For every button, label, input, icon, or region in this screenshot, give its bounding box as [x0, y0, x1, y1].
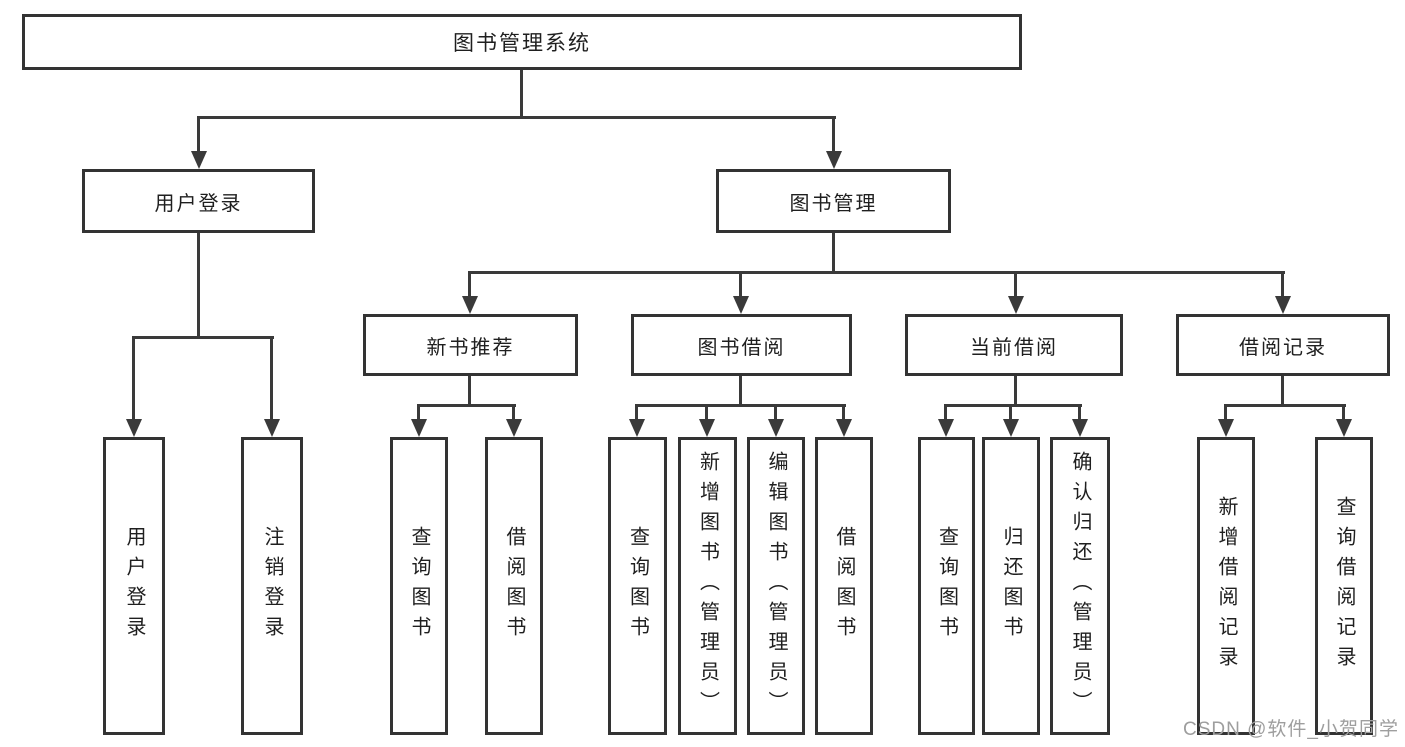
node-user-login: 用户登录: [82, 169, 315, 233]
connector-line: [132, 338, 135, 420]
connector-line: [832, 118, 835, 152]
leaf-add-books-admin: 新增图书（管理员）: [678, 437, 737, 735]
connector-line: [417, 406, 420, 420]
connector-line: [270, 338, 273, 420]
arrow-down-icon: [768, 419, 784, 437]
connector-line: [468, 376, 471, 406]
leaf-query-books-3: 查询图书: [918, 437, 975, 735]
arrow-down-icon: [826, 151, 842, 169]
connector-line: [1014, 376, 1017, 406]
arrow-down-icon: [1275, 296, 1291, 314]
connector-line: [1281, 376, 1284, 406]
arrow-down-icon: [411, 419, 427, 437]
connector-line: [132, 336, 274, 339]
connector-line: [1224, 404, 1346, 407]
arrow-down-icon: [264, 419, 280, 437]
connector-line: [197, 116, 836, 119]
arrow-down-icon: [1336, 419, 1352, 437]
connector-line: [197, 118, 200, 152]
connector-line: [774, 406, 777, 420]
arrow-down-icon: [699, 419, 715, 437]
node-book-management: 图书管理: [716, 169, 951, 233]
leaf-borrow-books-2: 借阅图书: [815, 437, 873, 735]
connector-line: [468, 271, 1285, 274]
connector-line: [944, 404, 1082, 407]
arrow-down-icon: [1003, 419, 1019, 437]
arrow-down-icon: [1072, 419, 1088, 437]
arrow-down-icon: [191, 151, 207, 169]
leaf-user-login: 用户登录: [103, 437, 165, 735]
connector-line: [1224, 406, 1227, 420]
leaf-query-books: 查询图书: [390, 437, 448, 735]
connector-line: [468, 273, 471, 297]
connector-line: [1342, 406, 1345, 420]
node-borrow-records-label: 借阅记录: [1239, 336, 1327, 359]
connector-line: [512, 406, 515, 420]
connector-line: [739, 273, 742, 297]
connector-line: [1078, 406, 1081, 420]
leaf-query-borrow-record: 查询借阅记录: [1315, 437, 1373, 735]
node-new-book-recommend-label: 新书推荐: [426, 336, 515, 359]
node-current-borrow-label: 当前借阅: [970, 336, 1058, 359]
arrow-down-icon: [1008, 296, 1024, 314]
leaf-edit-books-admin: 编辑图书（管理员）: [747, 437, 805, 735]
connector-line: [832, 233, 835, 273]
connector-line: [1014, 273, 1017, 297]
connector-line: [944, 406, 947, 420]
connector-line: [705, 406, 708, 420]
arrow-down-icon: [126, 419, 142, 437]
node-current-borrow: 当前借阅: [905, 314, 1123, 376]
node-book-borrow-label: 图书借阅: [697, 336, 786, 359]
arrow-down-icon: [938, 419, 954, 437]
connector-line: [739, 376, 742, 406]
leaf-borrow-books: 借阅图书: [485, 437, 543, 735]
connector-line: [520, 70, 523, 118]
node-user-login-label: 用户登录: [154, 192, 243, 215]
arrow-down-icon: [629, 419, 645, 437]
connector-line: [842, 406, 845, 420]
connector-line: [635, 406, 638, 420]
connector-line: [1281, 273, 1284, 297]
leaf-confirm-return-admin: 确认归还（管理员）: [1050, 437, 1110, 735]
node-book-management-label: 图书管理: [789, 192, 878, 215]
connector-line: [635, 404, 846, 407]
node-root-label: 图书管理系统: [453, 32, 591, 55]
leaf-query-books-2: 查询图书: [608, 437, 667, 735]
arrow-down-icon: [462, 296, 478, 314]
connector-line: [417, 404, 516, 407]
arrow-down-icon: [1218, 419, 1234, 437]
connector-line: [1009, 406, 1012, 420]
leaf-add-borrow-record: 新增借阅记录: [1197, 437, 1255, 735]
node-book-borrow: 图书借阅: [631, 314, 852, 376]
node-borrow-records: 借阅记录: [1176, 314, 1390, 376]
leaf-logout: 注销登录: [241, 437, 303, 735]
node-new-book-recommend: 新书推荐: [363, 314, 578, 376]
arrow-down-icon: [506, 419, 522, 437]
connector-line: [197, 233, 200, 338]
leaf-return-books: 归还图书: [982, 437, 1040, 735]
watermark: CSDN @软件_小贺同学: [1183, 719, 1399, 740]
arrow-down-icon: [733, 296, 749, 314]
node-root: 图书管理系统: [22, 14, 1022, 70]
arrow-down-icon: [836, 419, 852, 437]
